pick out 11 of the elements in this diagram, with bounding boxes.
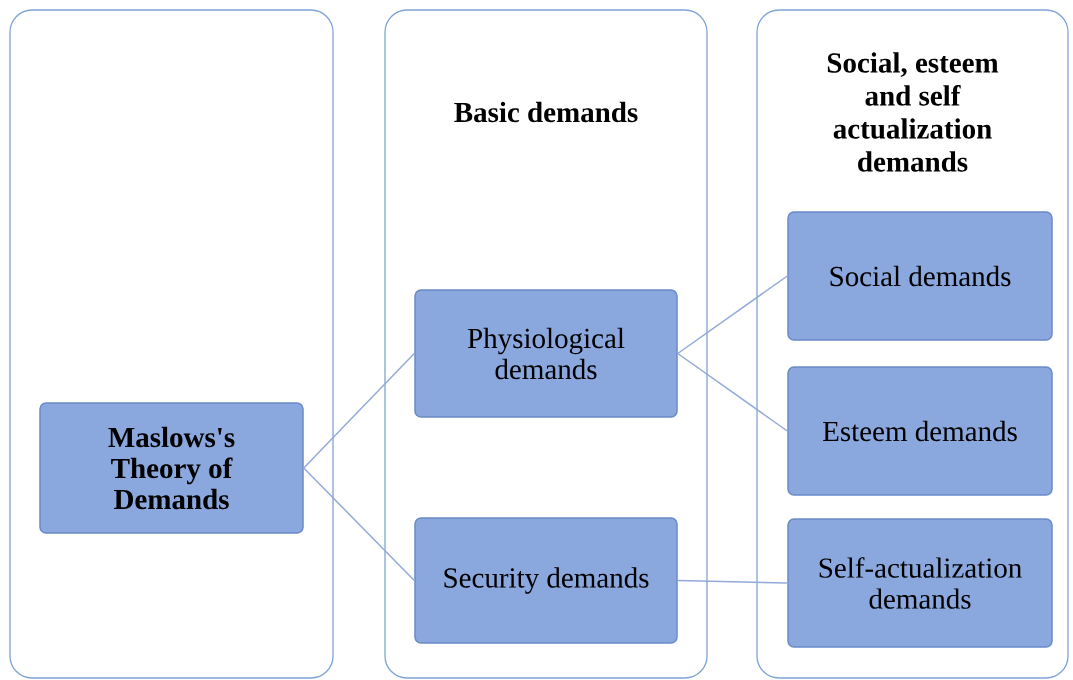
category-box: Physiological demands — [414, 289, 678, 418]
category-box: Maslows's Theory of Demands — [39, 402, 304, 534]
connector-line — [303, 467, 415, 582]
connector-line — [677, 275, 788, 355]
connector-line — [303, 352, 415, 469]
category-box: Social demands — [787, 211, 1053, 341]
category-box: Self-actualization demands — [787, 518, 1053, 648]
connector-line — [677, 579, 788, 584]
category-box: Security demands — [414, 517, 678, 644]
connector-line — [677, 352, 788, 432]
category-box: Esteem demands — [787, 366, 1053, 496]
